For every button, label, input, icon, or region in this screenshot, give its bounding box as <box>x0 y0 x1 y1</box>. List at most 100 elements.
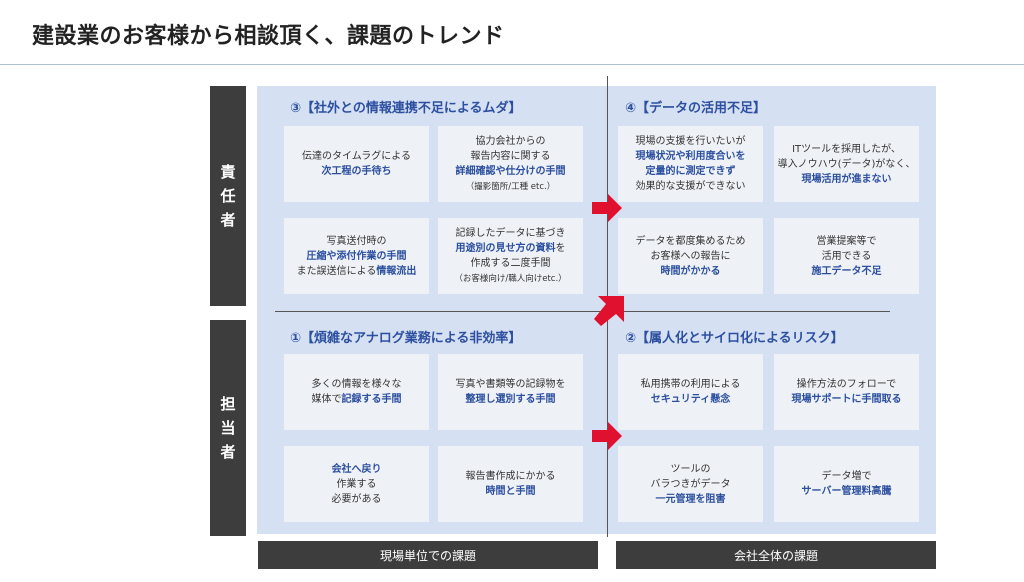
issue-card: 現場の支援を行いたいが現場状況や利用度合いを定量的に測定できず効果的な支援ができ… <box>618 126 763 202</box>
card-emphasis-text: 施工データ不足 <box>811 265 882 277</box>
card-line: また誤送信による情報流出 <box>297 264 417 279</box>
card-text: ツールの <box>670 463 711 475</box>
card-emphasis-text: 一元管理を阻害 <box>655 493 726 505</box>
issue-card: ツールのバラつきがデータ一元管理を阻害 <box>618 446 763 522</box>
card-text: 効果的な支援ができない <box>635 181 746 192</box>
footer-label-company: 会社全体の課題 <box>616 541 936 569</box>
card-text: 多くの情報を様々な <box>311 379 402 390</box>
issue-card: 写真送付時の圧縮や添付作業の手間また誤送信による情報流出 <box>284 218 429 294</box>
card-emphasis-text: 定量的に測定できず <box>645 166 736 177</box>
card-text: 協力会社からの <box>475 135 546 147</box>
card-line: 時間がかかる <box>661 264 721 279</box>
quadrant-4-heading: ④【データの活用不足】 <box>625 101 767 116</box>
card-line: 操作方法のフォローで <box>797 377 896 392</box>
card-line: 圧縮や添付作業の手間 <box>307 249 407 264</box>
issue-card: 伝達のタイムラグによる次工程の手待ち <box>284 126 429 202</box>
role-label-manager-text: 責任者 <box>220 163 236 229</box>
card-line: 会社へ戻り <box>332 462 382 477</box>
card-line: 現場サポートに手間取る <box>792 392 902 407</box>
card-line: 伝達のタイムラグによる <box>302 149 411 164</box>
issue-card: 記録したデータに基づき用途別の見せ方の資料を作成する二度手間 （お客様向け/職人向… <box>438 218 583 294</box>
card-line: 詳細確認や仕分けの手間 <box>456 164 566 179</box>
card-emphasis-text: サーバー管理料高騰 <box>801 486 892 497</box>
card-line: 多くの情報を様々な <box>312 377 402 392</box>
card-line: 用途別の見せ方の資料を <box>456 241 566 256</box>
card-line: 次工程の手待ち <box>322 164 392 179</box>
arrow-right-icon <box>592 194 622 222</box>
card-text: 写真送付時の <box>326 235 387 247</box>
role-label-manager: 責任者 <box>210 86 246 306</box>
card-emphasis-text: 現場状況や利用度合いを <box>635 151 746 162</box>
card-emphasis-text: セキュリティ懸念 <box>650 394 731 405</box>
card-text: また誤送信による <box>296 265 377 277</box>
issue-card: 営業提案等で活用できる施工データ不足 <box>774 218 919 294</box>
card-line: 報告内容に関する <box>471 149 551 164</box>
role-label-staff-text: 担当者 <box>220 395 236 461</box>
card-text: 営業提案等で <box>816 235 877 247</box>
issue-card: 操作方法のフォローで現場サポートに手間取る <box>774 354 919 430</box>
card-line: 協力会社からの <box>476 134 546 149</box>
card-line: （お客様向け/職人向けetc.） <box>454 271 566 287</box>
card-text: 必要がある <box>331 493 382 505</box>
card-line: 写真送付時の <box>327 234 387 249</box>
card-line: 効果的な支援ができない <box>636 179 746 194</box>
card-line: 必要がある <box>332 492 382 507</box>
card-emphasis-text: 圧縮や添付作業の手間 <box>306 250 407 262</box>
card-text: 活用できる <box>821 250 872 262</box>
issue-card: 私用携帯の利用によるセキュリティ懸念 <box>618 354 763 430</box>
card-text: 媒体で <box>311 394 342 405</box>
issue-card: ITツールを採用したが、導入ノウハウ(データ)がなく、現場活用が進まない <box>774 126 919 202</box>
card-text: データを都度集めるため <box>635 235 746 247</box>
issue-card: 写真や書類等の記録物を整理し選別する手間 <box>438 354 583 430</box>
card-line: 媒体で記録する手間 <box>312 392 402 407</box>
card-line: 施工データ不足 <box>812 264 882 279</box>
card-line: 営業提案等で <box>817 234 877 249</box>
card-line: 定量的に測定できず <box>646 164 736 179</box>
card-emphasis-text: 現場サポートに手間取る <box>791 394 902 405</box>
issue-card: 多くの情報を様々な媒体で記録する手間 <box>284 354 429 430</box>
page-title: 建設業のお客様から相談頂く、課題のトレンド <box>32 24 505 49</box>
card-text: データ増で <box>821 471 872 482</box>
card-line: 整理し選別する手間 <box>466 392 556 407</box>
horizontal-axis-line <box>275 311 890 312</box>
card-text: 写真や書類等の記録物を <box>455 379 566 390</box>
arrow-right-icon <box>592 422 622 450</box>
card-line: 報告書作成にかかる <box>466 469 556 484</box>
card-line: バラつきがデータ <box>651 477 731 492</box>
card-line: データを都度集めるため <box>636 234 746 249</box>
issue-card: データ増でサーバー管理料高騰 <box>774 446 919 522</box>
quadrant-1-heading: ①【煩雑なアナログ業務による非効率】 <box>290 331 522 346</box>
card-line: ツールの <box>671 462 711 477</box>
card-line: 現場の支援を行いたいが <box>636 134 746 149</box>
card-text: ITツールを採用したが、 <box>792 143 901 155</box>
arrow-up-right-icon <box>594 296 624 326</box>
card-line: お客様への報告に <box>651 249 731 264</box>
card-line: 作業する <box>337 477 377 492</box>
card-emphasis-text: 次工程の手待ち <box>321 166 392 177</box>
card-text: 作成する二度手間 <box>470 257 551 269</box>
card-text: （お客様向け/職人向けetc.） <box>454 273 567 284</box>
card-emphasis-text: 現場活用が進まない <box>801 173 892 185</box>
card-text: 作業する <box>336 478 377 490</box>
card-line: 記録したデータに基づき <box>456 226 566 241</box>
card-line: 活用できる <box>822 249 872 264</box>
card-emphasis-text: 詳細確認や仕分けの手間 <box>455 165 566 177</box>
card-line: 導入ノウハウ(データ)がなく、 <box>778 157 916 172</box>
card-line: 現場活用が進まない <box>802 172 892 187</box>
card-emphasis-text: 用途別の見せ方の資料 <box>455 242 556 254</box>
issue-card: 報告書作成にかかる時間と手間 <box>438 446 583 522</box>
card-emphasis-text: 情報流出 <box>376 265 417 277</box>
card-line: 作成する二度手間 <box>471 256 551 271</box>
card-emphasis-text: 整理し選別する手間 <box>465 394 556 405</box>
title-divider <box>0 64 1024 65</box>
card-emphasis-text: 時間と手間 <box>485 486 536 497</box>
card-text: 私用携帯の利用による <box>640 379 741 390</box>
card-text: 記録したデータに基づき <box>455 227 566 239</box>
card-line: 一元管理を阻害 <box>656 492 726 507</box>
card-line: 写真や書類等の記録物を <box>456 377 566 392</box>
quadrant-3-heading: ③【社外との情報連携不足によるムダ】 <box>290 101 522 116</box>
card-text: 報告内容に関する <box>470 150 551 162</box>
issue-card: データを都度集めるためお客様への報告に時間がかかる <box>618 218 763 294</box>
quadrant-2-heading: ②【属人化とサイロ化によるリスク】 <box>625 331 844 346</box>
card-text: 操作方法のフォローで <box>796 379 897 390</box>
